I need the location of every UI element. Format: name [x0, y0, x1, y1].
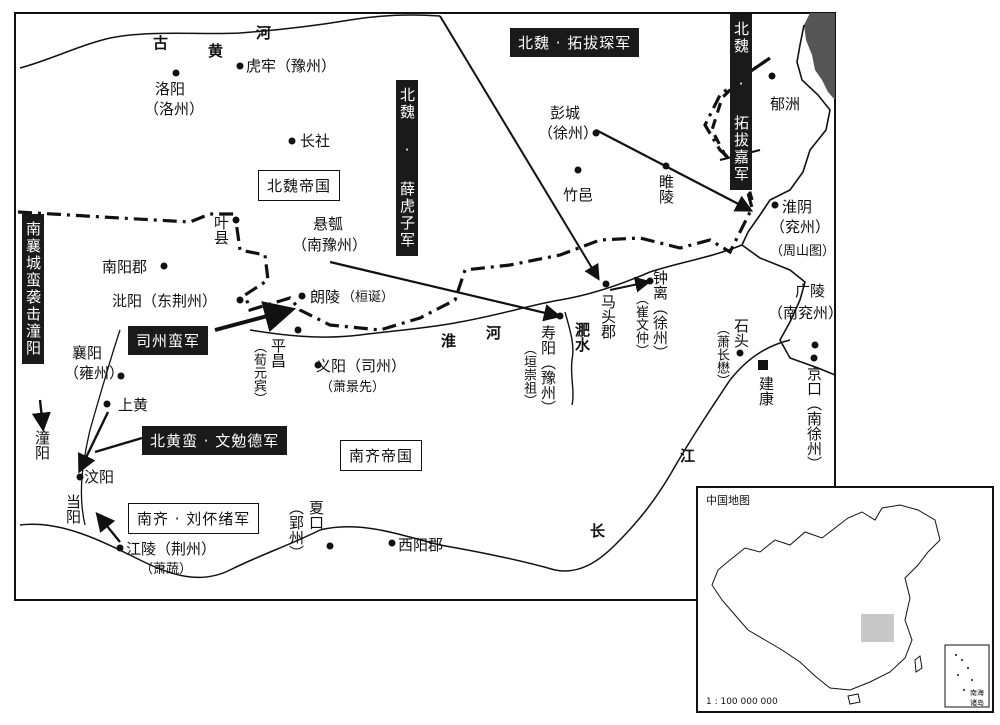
place-shitou: 石头 [732, 318, 750, 348]
label-gu: 古 [153, 34, 169, 52]
arrow-xue-huzi [329, 260, 562, 322]
army-nanxiang-man: 南襄城蛮袭击潼阳 [22, 214, 44, 364]
place-langling: 朗陵 [310, 288, 341, 306]
place-shitou-note: （萧长懋） [714, 322, 729, 387]
place-zhoushan: （周山图） [770, 244, 836, 259]
place-shouyang-note: （垣崇祖） [521, 342, 536, 407]
place-yuzhou: 郁洲 [770, 95, 801, 113]
place-biyang: 沘阳（东荆州） [112, 292, 218, 310]
place-suiling: 睢陵 [657, 174, 675, 204]
place-huaiyin-sub: （兖州） [770, 218, 831, 236]
label-huai-he: 河 [486, 324, 502, 342]
inset-china-outline [711, 504, 941, 691]
place-yexian: 叶县 [212, 215, 230, 245]
map-frame [14, 12, 836, 601]
army-tuoba-chen: 北魏 · 拓拔琛军 [510, 28, 640, 57]
capital-jiankang [758, 360, 768, 370]
place-zhongli: 钟离（徐州） [651, 270, 669, 360]
army-tuoba-jia: 北魏 · 拓拔嘉军 [730, 14, 752, 190]
inset-nanhai-box [944, 644, 990, 708]
river-huai [249, 244, 743, 338]
sea-area [804, 13, 835, 100]
place-tongyang: 潼阳 [33, 430, 51, 460]
arrow-tuoba-chen [439, 15, 600, 281]
inset-frame [696, 486, 994, 713]
place-zhuyi: 竹邑 [563, 186, 594, 204]
inset-hainan [847, 693, 861, 705]
place-yiyang-note: （萧景先） [320, 380, 386, 395]
label-huang: 黄 [208, 42, 224, 60]
inset-title: 中国地图 [706, 494, 750, 507]
place-pingchang: 平昌 [269, 338, 287, 368]
inset-taiwan [914, 655, 923, 673]
place-pengcheng: 彭城 [550, 104, 581, 122]
arrow-nanxiang [31, 399, 51, 432]
region-northern-wei: 北魏帝国 [258, 170, 341, 201]
place-xuanhu-sub: （南豫州） [292, 236, 368, 254]
place-huaiyin: 淮阴 [782, 198, 813, 216]
arrow-pengcheng [595, 129, 754, 212]
river-feishui [564, 311, 574, 406]
place-nanyang: 南阳郡 [102, 258, 148, 276]
arrow-liu-peixu [95, 512, 121, 543]
place-matou: 马头郡 [599, 294, 617, 339]
city-dots [76, 62, 819, 552]
place-luoyang-sub: （洛州） [144, 100, 205, 118]
place-xiakou: 夏口 [307, 500, 325, 530]
arrow-beihuang-man [78, 411, 110, 474]
army-sizhou-man: 司州蛮军 [128, 326, 209, 355]
place-xuanhu: 悬瓠 [313, 215, 344, 233]
place-langling-note: （桓诞） [342, 290, 395, 305]
place-xiangyang: 襄阳 [72, 344, 103, 362]
place-dangyang: 当阳 [64, 494, 82, 524]
place-zhongli-note: （崔文仲） [633, 292, 648, 357]
inset-nanhai-islands [955, 654, 973, 691]
place-jiangling: 江陵（荆州） [126, 540, 217, 558]
arrow-zhongli [609, 276, 652, 293]
arrow-beihuang-box [94, 436, 143, 454]
army-beihuang-man: 北黄蛮 · 文勉德军 [142, 426, 288, 455]
label-huai: 淮 [441, 332, 457, 350]
army-xue-huzi: 北魏 · 薛虎子军 [396, 80, 418, 256]
place-pingchang-note: （荀元宾） [251, 340, 266, 405]
place-wenyang: 汶阳 [84, 468, 115, 486]
place-shanghuang: 上黄 [118, 396, 149, 414]
inset-highlight [861, 614, 894, 642]
river-han [80, 329, 121, 526]
place-jiangling-note: （萧蔬） [140, 562, 193, 577]
label-jiang: 江 [680, 447, 696, 465]
coastline [740, 24, 836, 376]
place-xiyang: 西阳郡 [398, 536, 444, 554]
place-jingkou: 京口（南徐州） [805, 366, 823, 471]
label-he: 河 [256, 24, 272, 42]
inset-scale: 1 : 100 000 000 [706, 697, 778, 707]
place-xiakou-sub: （郢州） [287, 500, 305, 560]
river-gu-huanghe [19, 14, 441, 69]
river-yangtze [19, 339, 791, 579]
army-liu-peixu: 南齐 · 刘伓绪军 [128, 503, 260, 534]
arrow-sizhou-man [214, 301, 297, 333]
place-yiyang: 义阳（司州） [316, 357, 407, 375]
label-chang: 长 [590, 522, 606, 540]
place-pengcheng-sub: （徐州） [538, 124, 599, 142]
place-guangling-sub: （南兖州） [768, 304, 844, 322]
place-guangling: 广陵 [795, 282, 826, 300]
place-shouyang: 寿阳（豫州） [539, 325, 557, 415]
place-changshe: 长社 [300, 132, 331, 150]
inset-nanhai-label: 南海诸岛 [970, 689, 984, 707]
place-hulao: 虎牢（豫州） [246, 57, 337, 75]
region-southern-qi: 南齐帝国 [340, 440, 423, 471]
place-jiankang: 建康 [757, 376, 775, 406]
label-feishui: 淝水 [573, 322, 591, 352]
place-xiangyang-sub: （雍州） [64, 364, 125, 382]
place-luoyang: 洛阳 [155, 80, 186, 98]
